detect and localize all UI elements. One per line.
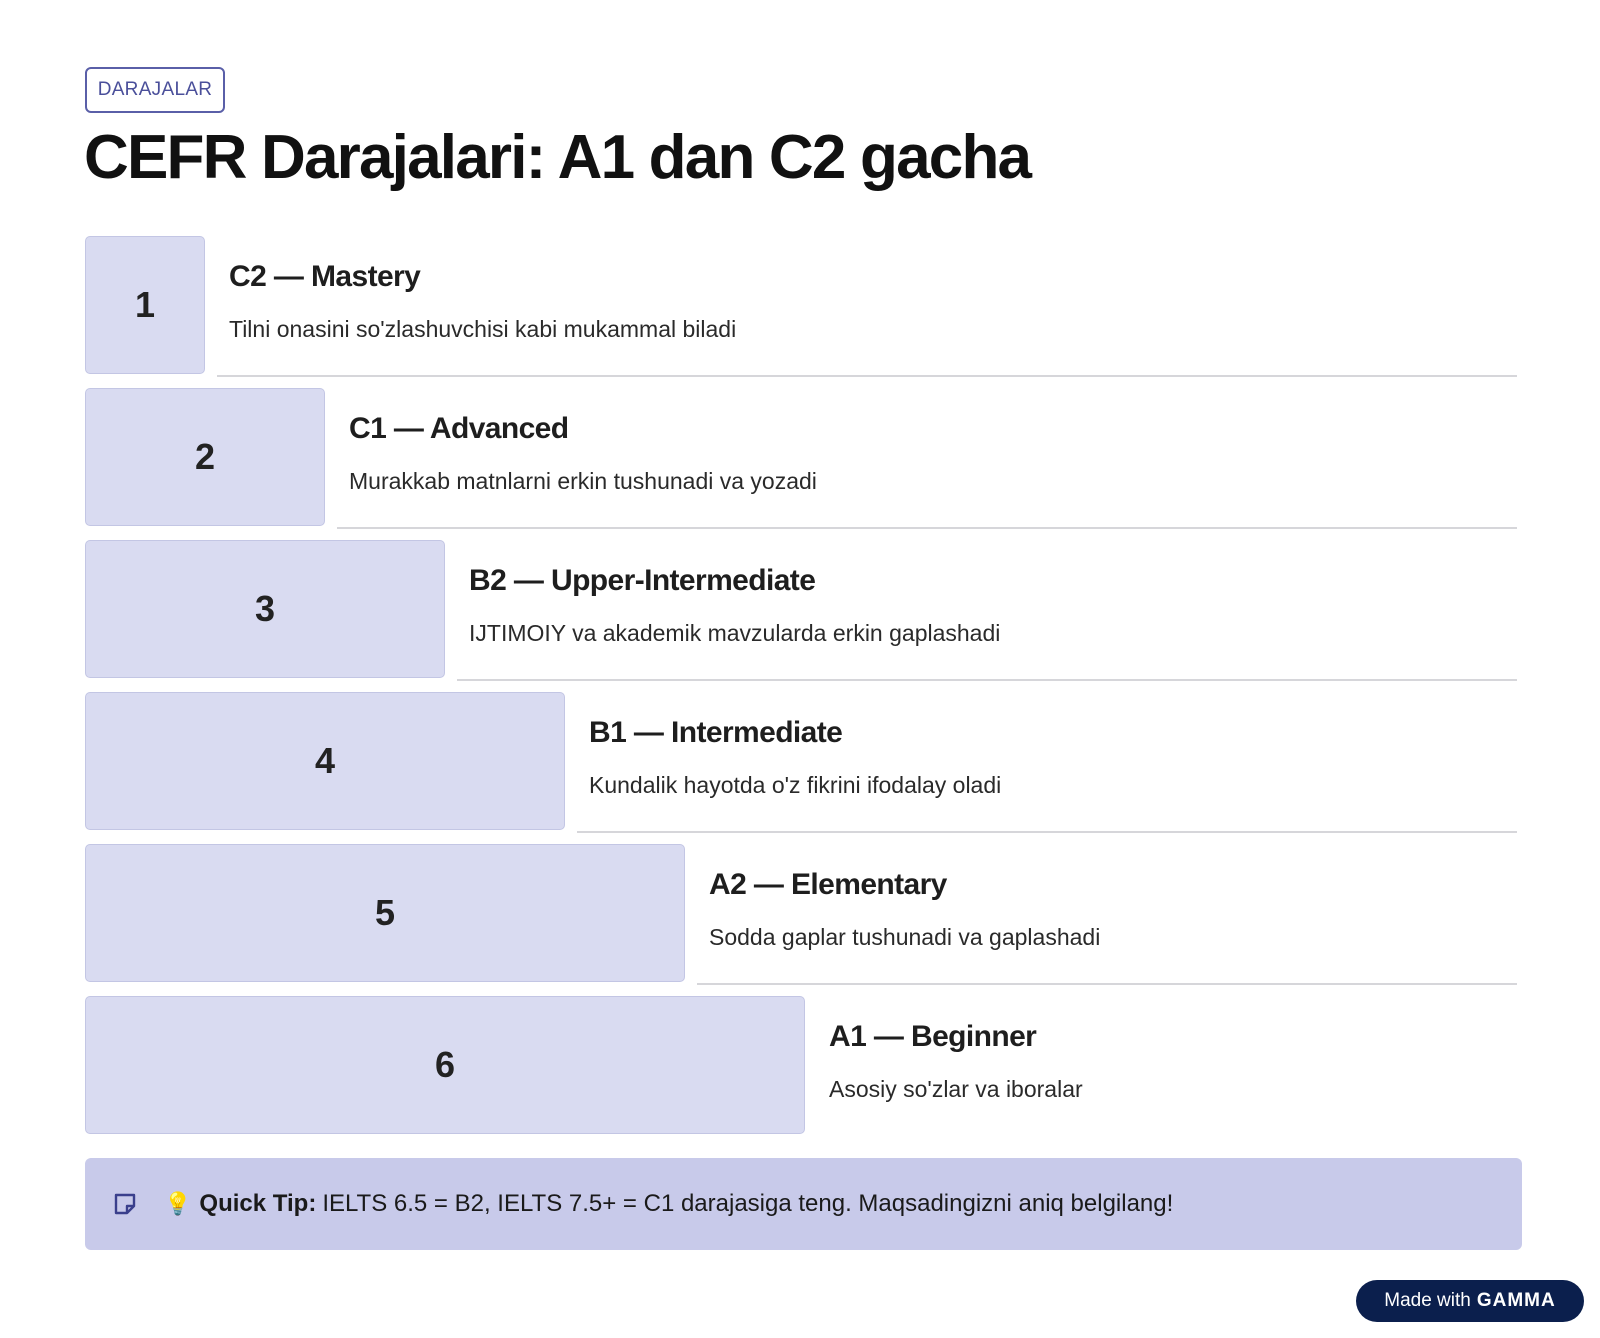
divider (457, 679, 1517, 681)
level-step: 6 A1 — Beginner Asosiy so'zlar va iboral… (85, 996, 1517, 1148)
quick-tip-callout: 💡 Quick Tip:IELTS 6.5 = B2, IELTS 7.5+ = … (85, 1158, 1522, 1250)
level-description: Kundalik hayotda o'z fikrini ifodalay ol… (589, 772, 1002, 798)
level-title: B2 — Upper-Intermediate (469, 564, 816, 597)
divider (697, 983, 1517, 985)
section-badge: DARAJALAR (85, 67, 225, 113)
divider (337, 527, 1517, 529)
level-step: 2 C1 — Advanced Murakkab matnlarni erkin… (85, 388, 1517, 540)
level-title: A1 — Beginner (829, 1020, 1037, 1053)
gamma-logo: GAMMA (1476, 1290, 1556, 1311)
page-title: CEFR Darajalari: A1 dan C2 gacha (84, 123, 1032, 192)
level-description: Murakkab matnlarni erkin tushunadi va yo… (349, 468, 817, 494)
level-step: 3 B2 — Upper-Intermediate IJTIMOIY va ak… (85, 540, 1517, 692)
level-number-box: 5 (85, 844, 685, 982)
made-with-gamma-badge[interactable]: Made with GAMMA (1356, 1280, 1584, 1322)
note-icon (112, 1191, 138, 1217)
level-description: Tilni onasini so'zlashuvchisi kabi mukam… (229, 316, 737, 342)
lightbulb-icon: 💡 (164, 1191, 192, 1216)
tip-text: 💡 Quick Tip:IELTS 6.5 = B2, IELTS 7.5+ = … (164, 1190, 1173, 1218)
level-description: IJTIMOIY va akademik mavzularda erkin ga… (469, 620, 1001, 646)
made-with-label: Made with (1384, 1290, 1471, 1311)
tip-label: Quick Tip: (199, 1190, 317, 1217)
level-number-box: 2 (85, 388, 325, 526)
level-number-box: 4 (85, 692, 565, 830)
level-number-box: 1 (85, 236, 205, 374)
level-step: 4 B1 — Intermediate Kundalik hayotda o'z… (85, 692, 1517, 844)
level-step: 5 A2 — Elementary Sodda gaplar tushunadi… (85, 844, 1517, 996)
level-title: C2 — Mastery (229, 260, 421, 293)
level-step: 1 C2 — Mastery Tilni onasini so'zlashuvc… (85, 236, 1517, 388)
level-description: Asosiy so'zlar va iboralar (829, 1076, 1083, 1102)
divider (577, 831, 1517, 833)
divider (217, 375, 1517, 377)
level-title: A2 — Elementary (709, 868, 947, 901)
level-description: Sodda gaplar tushunadi va gaplashadi (709, 924, 1101, 950)
level-title: C1 — Advanced (349, 412, 569, 445)
tip-body: IELTS 6.5 = B2, IELTS 7.5+ = C1 darajasi… (322, 1190, 1174, 1217)
level-title: B1 — Intermediate (589, 716, 843, 749)
level-number-box: 6 (85, 996, 805, 1134)
levels-staircase: 1 C2 — Mastery Tilni onasini so'zlashuvc… (85, 236, 1517, 1148)
level-number-box: 3 (85, 540, 445, 678)
